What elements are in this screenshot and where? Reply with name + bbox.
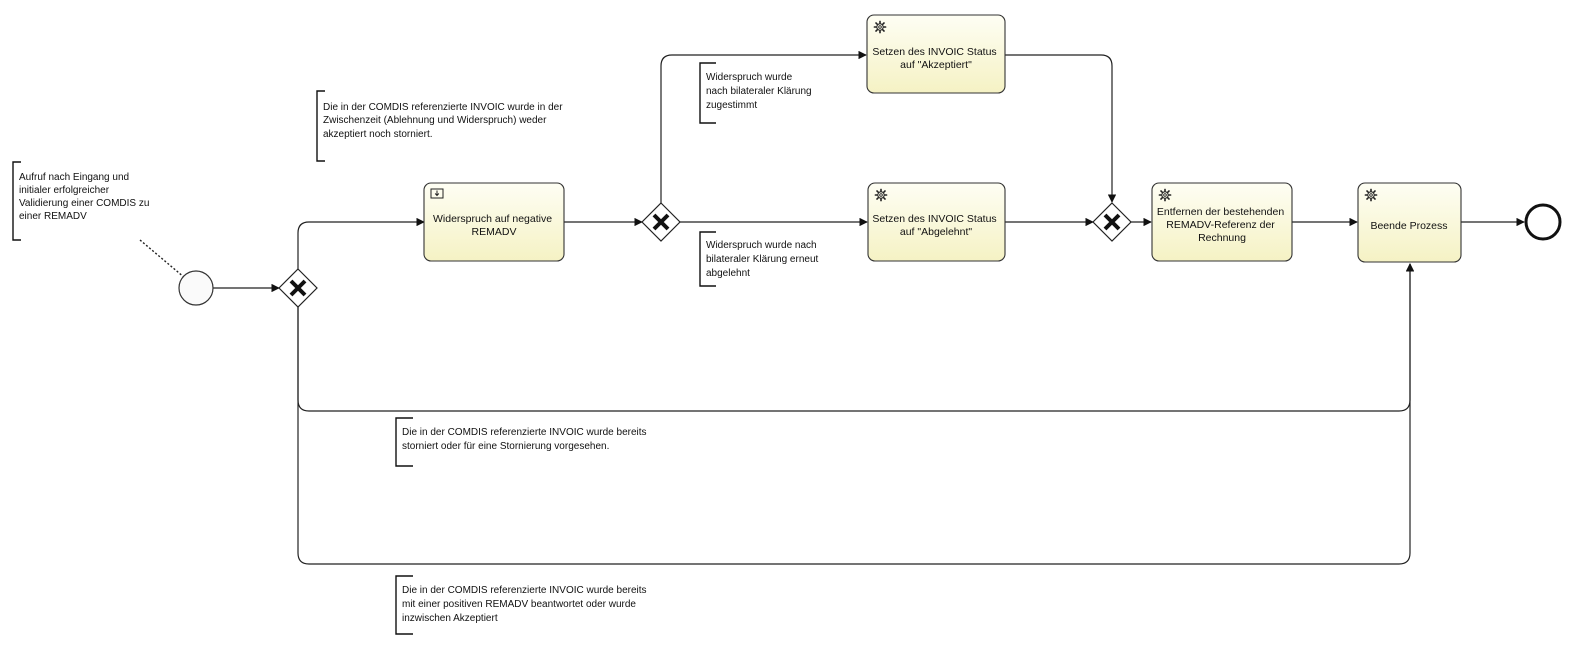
annotation-rejected-note: Widerspruch wurde nach bilateraler Kläru… — [699, 231, 821, 287]
annotation-start-note: Aufruf nach Eingang und initialer erfolg… — [12, 161, 152, 241]
flow-gateway2-to-akzeptiert[interactable] — [660, 50, 867, 203]
task-akzeptiert-label: Setzen des INVOIC Status auf "Akzeptiert… — [872, 46, 999, 71]
task-abgelehnt[interactable]: Setzen des INVOIC Status auf "Abgelehnt" — [867, 182, 1006, 262]
task-entfernen-label: Entfernen der bestehenden REMADV-Referen… — [1157, 206, 1287, 244]
annotation-positive-note: Die in der COMDIS referenzierte INVOIC w… — [395, 575, 649, 635]
task-widerspruch-label: Widerspruch auf negative REMADV — [433, 213, 555, 238]
exclusive-gateway-2[interactable] — [641, 202, 681, 242]
task-abgelehnt-label: Setzen des INVOIC Status auf "Abgelehnt" — [872, 213, 999, 238]
flow-gateway1-positive-to-beende[interactable] — [297, 263, 1415, 565]
exclusive-gateway-1[interactable] — [278, 268, 318, 308]
task-beende-label: Beende Prozess — [1370, 220, 1447, 232]
svg-text:Die in der COMDIS referenziert: Die in der COMDIS referenzierte INVOIC w… — [402, 585, 649, 624]
flow-akzeptiert-to-gateway3[interactable] — [1005, 54, 1117, 203]
svg-text:Die in der COMDIS referenziert: Die in der COMDIS referenzierte INVOIC w… — [402, 427, 649, 452]
svg-text:Aufruf nach Eingang und: Aufruf nach Eingang und initialer erfolg… — [19, 172, 152, 222]
task-akzeptiert[interactable]: Setzen des INVOIC Status auf "Akzeptiert… — [866, 14, 1006, 94]
annotation-interim-note: Die in der COMDIS referenzierte INVOIC w… — [316, 90, 565, 162]
association-start-note — [139, 239, 186, 279]
annotation-cancelled-note: Die in der COMDIS referenzierte INVOIC w… — [395, 417, 649, 467]
task-beende[interactable]: Beende Prozess — [1357, 182, 1462, 263]
svg-text:Widerspruch wurde nach b: Widerspruch wurde nach bilateraler Kläru… — [706, 72, 814, 111]
svg-text:Die in der COMDIS referenziert: Die in der COMDIS referenzierte INVOIC w… — [323, 102, 565, 140]
annotation-accepted-note: Widerspruch wurde nach bilateraler Kläru… — [699, 62, 814, 124]
flow-gateway1-cancelled-to-beende[interactable] — [297, 263, 1415, 412]
flow-gateway1-to-widerspruch[interactable] — [297, 217, 425, 269]
end-event[interactable] — [1524, 203, 1562, 241]
task-entfernen[interactable]: Entfernen der bestehenden REMADV-Referen… — [1151, 182, 1293, 262]
task-widerspruch[interactable]: Widerspruch auf negative REMADV — [423, 182, 565, 262]
start-event[interactable] — [178, 270, 214, 306]
svg-text:Widerspruch wurde nach b: Widerspruch wurde nach bilateraler Kläru… — [706, 240, 821, 279]
send-task-icon — [430, 188, 444, 199]
exclusive-gateway-3[interactable] — [1092, 202, 1132, 242]
